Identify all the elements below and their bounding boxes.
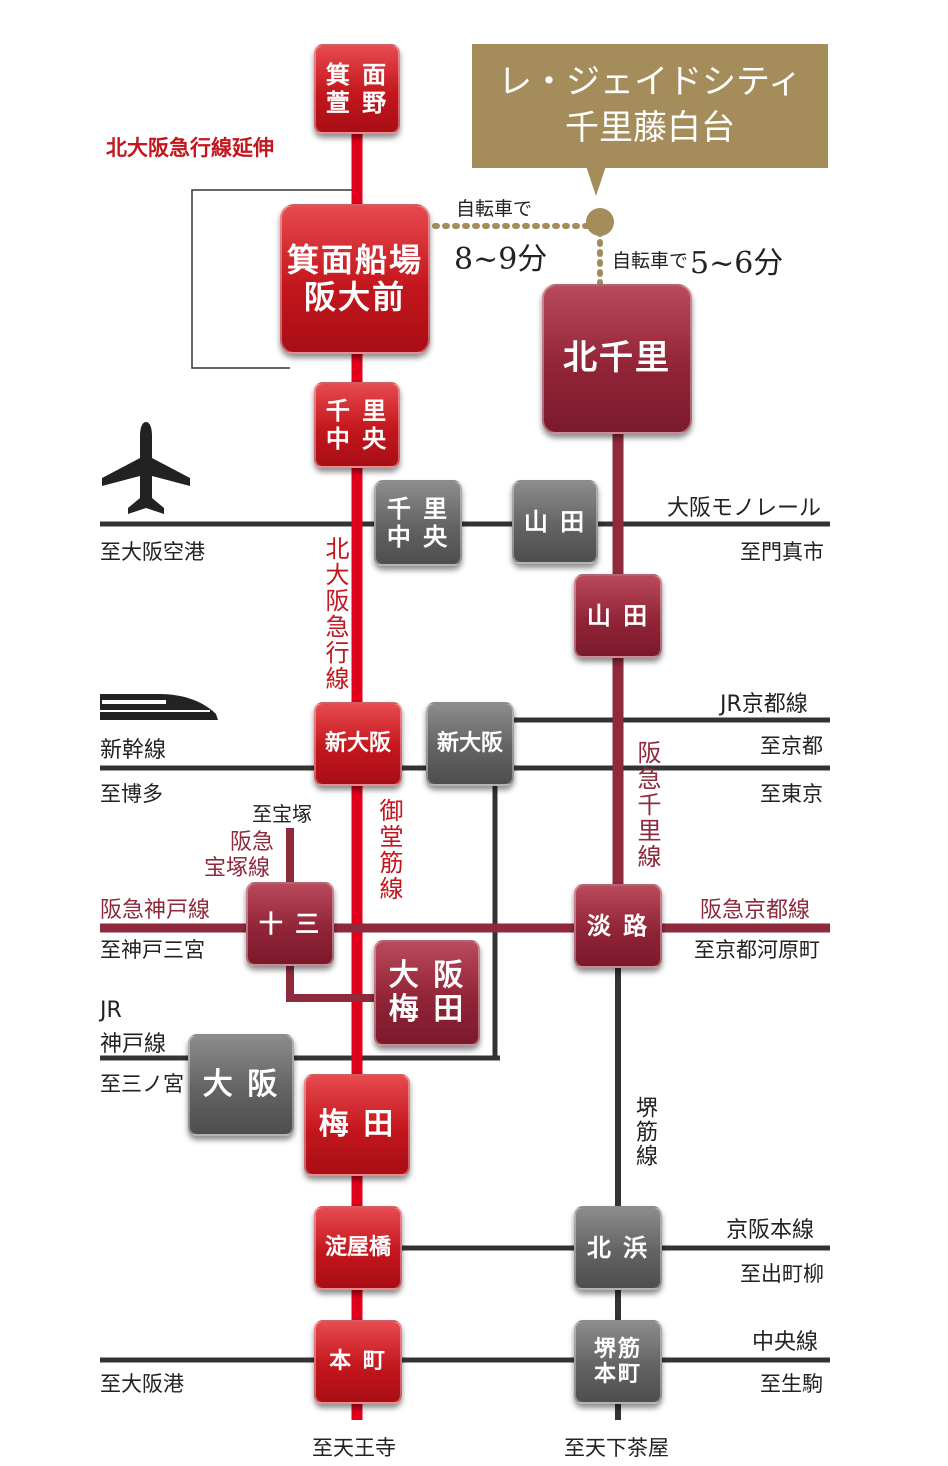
- hankyu-takarazuka-label-2: 宝塚線: [204, 856, 271, 881]
- airplane-icon: [102, 422, 190, 514]
- station-name: 堺筋: [593, 1335, 642, 1362]
- shinkansen-label: 新幹線: [100, 738, 167, 763]
- station-yamada-hankyu[interactable]: 山 田: [574, 574, 662, 658]
- monorail-label: 大阪モノレール: [667, 496, 822, 521]
- kitaosaka-line-label: 北大阪急行線: [321, 536, 349, 692]
- jr-kobe-label-1: JR: [100, 998, 122, 1023]
- station-name: 新大阪: [324, 730, 391, 757]
- station-name: 本町: [593, 1361, 642, 1387]
- station-name: 大 阪: [388, 957, 466, 993]
- bike-east-label: 自転車で: [612, 250, 689, 272]
- station-name: 十 三: [258, 909, 322, 939]
- station-awaji[interactable]: 淡 路: [574, 884, 662, 968]
- station-mino-kayano[interactable]: 箕 面 萱 野: [314, 44, 400, 134]
- destination-name-line2: 千里藤白台: [565, 108, 735, 148]
- station-shinosaka-jr[interactable]: 新大阪: [426, 702, 514, 786]
- to-kadoma-label: 至門真市: [740, 540, 824, 564]
- station-name: 中 央: [386, 522, 450, 551]
- station-name: 淀屋橋: [324, 1234, 391, 1261]
- station-kitahama[interactable]: 北 浜: [574, 1206, 662, 1290]
- station-name: 阪大前: [303, 278, 406, 316]
- kitaosaka-extension-label: 北大阪急行線延伸: [106, 136, 274, 160]
- station-yodoyabashi[interactable]: 淀屋橋: [314, 1206, 402, 1290]
- to-sannomiya-label: 至三ノ宮: [100, 1072, 184, 1096]
- station-name: 萱 野: [325, 88, 389, 117]
- to-kyoto-label: 至京都: [760, 734, 823, 758]
- station-name: 北千里: [563, 338, 671, 379]
- bike-east-time: 5~6分: [690, 246, 784, 281]
- sakaisuji-line-label: 堺筋線: [632, 1096, 657, 1168]
- station-name: 本 町: [329, 1348, 387, 1375]
- station-senri-chuo-monorail[interactable]: 千 里 中 央: [374, 480, 462, 566]
- to-kobe-sannomiya-label: 至神戸三宮: [100, 938, 205, 962]
- station-name: 千 里: [386, 494, 450, 524]
- to-tennoji-label: 至天王寺: [312, 1436, 396, 1460]
- station-osaka-umeda-hankyu[interactable]: 大 阪 梅 田: [374, 940, 480, 1046]
- station-umeda[interactable]: 梅 田: [304, 1074, 410, 1176]
- station-name: 中 央: [325, 424, 389, 453]
- shinkansen-icon: [100, 694, 218, 720]
- station-yamada-monorail[interactable]: 山 田: [512, 480, 598, 564]
- destination-pointer: [586, 166, 606, 196]
- bike-west-label: 自転車で: [456, 198, 533, 220]
- jr-kyoto-line-label: JR京都線: [720, 692, 808, 717]
- jr-kobe-label-2: 神戸線: [100, 1032, 167, 1057]
- station-shinosaka-midosuji[interactable]: 新大阪: [314, 702, 402, 786]
- destination-box: レ・ジェイドシティ 千里藤白台: [472, 44, 828, 168]
- station-minoh-semba[interactable]: 箕面船場 阪大前: [280, 204, 430, 354]
- hankyu-senri-line-label: 阪急千里線: [633, 740, 661, 870]
- to-hakata-label: 至博多: [100, 782, 163, 806]
- station-juso[interactable]: 十 三: [246, 882, 334, 966]
- station-senri-chuo-kitaosaka[interactable]: 千 里 中 央: [314, 382, 400, 468]
- to-tengachaya-label: 至天下茶屋: [564, 1436, 669, 1460]
- station-name: 山 田: [586, 601, 650, 631]
- station-osaka-jr[interactable]: 大 阪: [188, 1034, 294, 1136]
- to-osaka-airport-label: 至大阪空港: [100, 540, 205, 564]
- keihan-line-label: 京阪本線: [726, 1218, 815, 1243]
- to-demachiyanagi-label: 至出町柳: [740, 1262, 824, 1286]
- to-takarazuka-label: 至宝塚: [252, 802, 312, 826]
- station-name: 大 阪: [202, 1066, 280, 1102]
- hankyu-kobe-line-label: 阪急神戸線: [100, 898, 211, 923]
- station-name: 千 里: [325, 396, 389, 426]
- destination-marker: [586, 208, 614, 236]
- station-name: 山 田: [523, 507, 587, 537]
- to-osakako-label: 至大阪港: [100, 1372, 184, 1396]
- chuo-line-label: 中央線: [752, 1330, 819, 1355]
- station-kitasenri[interactable]: 北千里: [542, 284, 692, 434]
- station-name: 新大阪: [436, 730, 503, 757]
- hankyu-takarazuka-label-1: 阪急: [230, 830, 275, 855]
- to-tokyo-label: 至東京: [760, 782, 823, 806]
- hankyu-kyoto-line-label: 阪急京都線: [700, 898, 811, 923]
- destination-name-line1: レ・ジェイドシティ: [498, 62, 802, 103]
- extension-bracket: [191, 189, 360, 369]
- midosuji-line-label: 御堂筋線: [375, 798, 403, 902]
- station-name: 淡 路: [586, 911, 650, 941]
- to-kyoto-kawaramachi-label: 至京都河原町: [694, 938, 820, 962]
- station-name: 梅 田: [318, 1106, 396, 1142]
- to-ikoma-label: 至生駒: [760, 1372, 823, 1396]
- station-name: 北 浜: [586, 1233, 650, 1263]
- station-name: 箕面船場: [286, 241, 423, 280]
- station-sakaisuji-honmachi[interactable]: 堺筋 本町: [574, 1320, 662, 1404]
- station-name: 箕 面: [325, 60, 389, 90]
- bike-west-time: 8~9分: [454, 242, 548, 277]
- station-honmachi[interactable]: 本 町: [314, 1320, 402, 1404]
- station-name: 梅 田: [388, 992, 466, 1027]
